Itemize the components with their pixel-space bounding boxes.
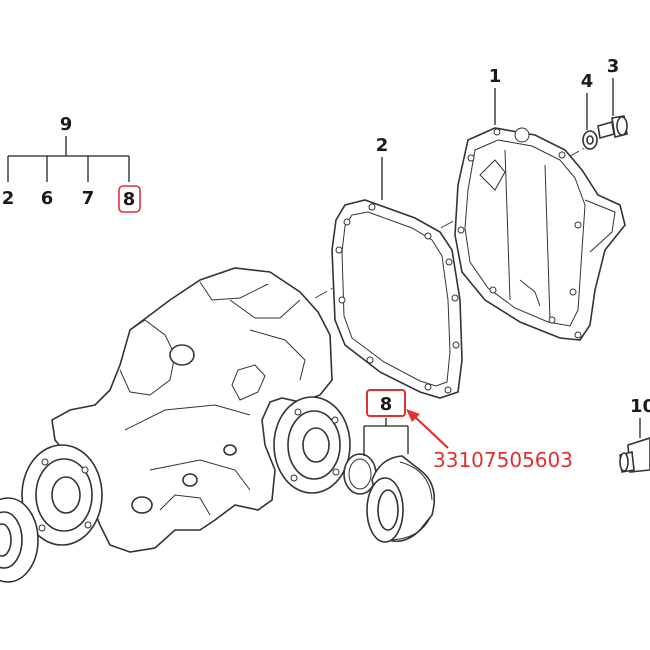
drive-flange-stub bbox=[619, 437, 650, 473]
bolt bbox=[597, 115, 628, 140]
callout-1: 1 bbox=[489, 66, 502, 87]
left-shaft-seal bbox=[0, 497, 39, 583]
callout-4: 4 bbox=[581, 71, 594, 92]
callouts: 1 4 3 2 8 10 bbox=[363, 56, 650, 456]
cover-gasket bbox=[331, 199, 463, 399]
callout-2-gasket: 2 bbox=[376, 135, 389, 156]
highlight-box-8-seal bbox=[366, 389, 406, 417]
part-number-label: 33107505603 bbox=[433, 448, 573, 472]
callout-6: 6 bbox=[41, 188, 54, 209]
part-number-arrow bbox=[406, 409, 449, 449]
assembly-tree: 9 2 6 7 8 bbox=[2, 114, 141, 213]
callout-10: 10 bbox=[630, 396, 650, 417]
differential-housing bbox=[21, 267, 351, 553]
shaft-seal bbox=[366, 455, 436, 543]
callout-8-seal: 8 bbox=[380, 394, 393, 415]
callout-3: 3 bbox=[607, 56, 620, 77]
differential-rear-cover bbox=[454, 127, 626, 341]
highlight-box-8-tree bbox=[118, 185, 141, 213]
callout-8-tree: 8 bbox=[123, 189, 136, 210]
washer bbox=[582, 130, 598, 150]
callout-7: 7 bbox=[82, 188, 95, 209]
callout-2-tree: 2 bbox=[2, 188, 15, 209]
callout-9: 9 bbox=[60, 114, 73, 135]
